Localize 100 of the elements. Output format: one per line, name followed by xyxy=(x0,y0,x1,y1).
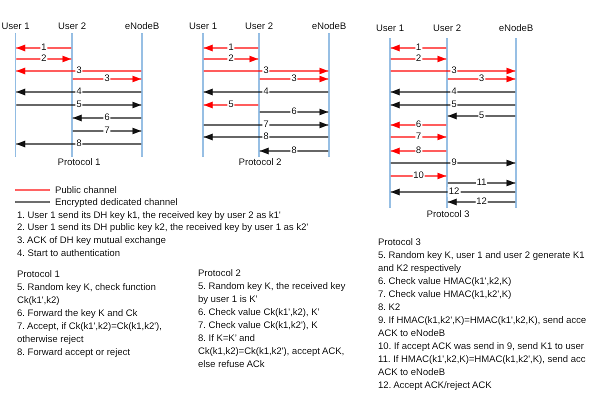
step-text: 11. If HMAC(k1',k2,K)=HMAC(k1,k2',K), send acc ACK to eNodeB xyxy=(378,352,586,378)
edge-label: 1 xyxy=(227,43,235,53)
message-arrow xyxy=(390,68,516,74)
message-arrow xyxy=(260,108,328,116)
edge-label: 10 xyxy=(412,171,425,181)
step-text: 12. Accept ACK/reject ACK xyxy=(378,378,492,392)
step-text: 7. Check value Ck(k1,k2'), K xyxy=(198,318,318,332)
section-heading: Protocol 2 xyxy=(198,266,241,280)
step-text: 10. If accept ACK was send in 9, send K1 to user xyxy=(378,340,584,352)
step-text: 6. Check value HMAC(k1',k2,K) xyxy=(378,274,512,288)
edge-label: 7 xyxy=(414,132,422,142)
participant-label: eNodeB xyxy=(312,21,346,33)
participant-label: eNodeB xyxy=(124,21,160,33)
note-text: 1. User 1 send its DH key k1, the received key by user 2 as k1' xyxy=(17,210,281,222)
participant-label: User 2 xyxy=(245,21,273,33)
edge-label: 5 xyxy=(450,100,458,110)
edge-label: 5 xyxy=(478,111,486,121)
section-heading: Protocol 3 xyxy=(378,236,421,248)
step-text: 5. Random key K, user 1 and user 2 generate K1 and K2 respectively xyxy=(378,248,586,274)
step-text: 8. If K=K’ and Ck(k1,k2)=Ck(k1,k2'), accept ACK, else refuse ACk xyxy=(198,332,346,370)
step-text: 6. Forward the key K and Ck xyxy=(17,306,138,320)
message-arrow xyxy=(448,198,516,206)
message-arrow xyxy=(390,56,446,62)
edge-label: 2 xyxy=(227,54,235,64)
message-arrow xyxy=(72,128,142,134)
note-text: 4. Start to authentication xyxy=(17,248,120,260)
message-arrow xyxy=(204,44,258,52)
participant-label: User 1 xyxy=(189,21,217,33)
message-arrow xyxy=(390,122,446,128)
message-arrow xyxy=(204,88,328,96)
step-text: 5. Random key K, check function Ck(k1',k2) xyxy=(17,280,157,306)
edge-label: 1 xyxy=(414,43,422,53)
message-arrow xyxy=(204,56,258,62)
participant-label: User 1 xyxy=(376,23,404,35)
edge-label: 8 xyxy=(414,146,422,156)
message-arrow xyxy=(390,188,516,196)
message-arrow xyxy=(260,76,328,82)
edge-label: 7 xyxy=(103,126,111,136)
legend-label: Encrypted dedicated channel xyxy=(55,196,178,208)
participant-label: eNodeB xyxy=(498,23,534,35)
section-heading: Protocol 1 xyxy=(17,268,60,280)
message-arrow xyxy=(448,76,516,82)
step-text: 7. Check value HMAC(k1,k2',K) xyxy=(378,288,512,300)
step-text: 5. Random key K, the received key by user 1 is K’ xyxy=(198,280,346,306)
message-arrow xyxy=(16,88,142,96)
edge-label: 4 xyxy=(262,87,270,97)
message-arrow xyxy=(72,76,142,82)
message-arrow xyxy=(204,134,328,140)
edge-label: 3 xyxy=(75,66,83,76)
message-arrow xyxy=(390,44,446,52)
diagram-caption: Protocol 2 xyxy=(238,157,282,169)
note-text: 3. ACK of DH key mutual exchange xyxy=(17,234,166,248)
step-text: 6. Check value Ck(k1',k2), K’ xyxy=(198,306,320,318)
edge-label: 9 xyxy=(450,158,458,168)
message-arrow xyxy=(390,160,516,166)
participant-label: User 2 xyxy=(58,21,86,33)
message-arrow xyxy=(390,88,516,96)
step-text: 7. Accept, if Ck(k1',k2)=Ck(k1,k2'), otherwise reject xyxy=(17,320,163,346)
step-text: 8. K2 xyxy=(378,300,400,314)
edge-label: 2 xyxy=(414,54,422,64)
legend-label: Public channel xyxy=(55,184,117,196)
message-arrow xyxy=(16,56,72,62)
message-arrow xyxy=(204,122,328,128)
message-arrow xyxy=(72,114,142,122)
edge-label: 8 xyxy=(75,139,83,149)
edge-label: 6 xyxy=(103,113,111,123)
message-arrow xyxy=(16,102,142,108)
message-arrow xyxy=(390,134,446,140)
edge-label: 7 xyxy=(262,120,270,130)
message-arrow xyxy=(390,172,446,180)
edge-label: 8 xyxy=(290,146,298,156)
edge-label: 4 xyxy=(75,87,83,97)
message-arrow xyxy=(16,44,72,52)
note-text: 2. User 1 send its DH public key k2, the received key by user 1 as k2' xyxy=(17,222,308,235)
edge-label: 5 xyxy=(227,100,235,110)
message-arrow xyxy=(390,102,516,108)
edge-label: 3 xyxy=(290,74,298,84)
message-arrow xyxy=(448,112,516,120)
edge-label: 6 xyxy=(290,107,298,117)
message-arrow xyxy=(204,102,258,108)
edge-label: 11 xyxy=(476,178,488,188)
edge-label: 12 xyxy=(475,197,488,207)
message-arrow xyxy=(448,180,516,186)
edge-label: 3 xyxy=(262,66,270,76)
edge-label: 8 xyxy=(262,132,270,142)
edge-label: 3 xyxy=(103,74,111,84)
edge-label: 12 xyxy=(448,187,460,197)
message-arrow xyxy=(16,68,142,74)
message-arrow xyxy=(16,140,142,148)
edge-label: 4 xyxy=(450,87,458,97)
edge-label: 2 xyxy=(40,54,48,64)
edge-label: 3 xyxy=(450,66,458,76)
message-arrow xyxy=(260,148,328,154)
diagram-caption: Protocol 1 xyxy=(58,157,100,169)
participant-label: User 1 xyxy=(2,21,30,33)
step-text: 8. Forward accept or reject xyxy=(17,346,130,358)
step-text: 9. If HMAC(k1,k2',K)=HMAC(k1',k2,K), send acce ACK to eNodeB xyxy=(378,314,588,340)
edge-label: 3 xyxy=(478,74,486,84)
edge-label: 5 xyxy=(75,100,83,110)
edge-label: 6 xyxy=(414,120,422,130)
